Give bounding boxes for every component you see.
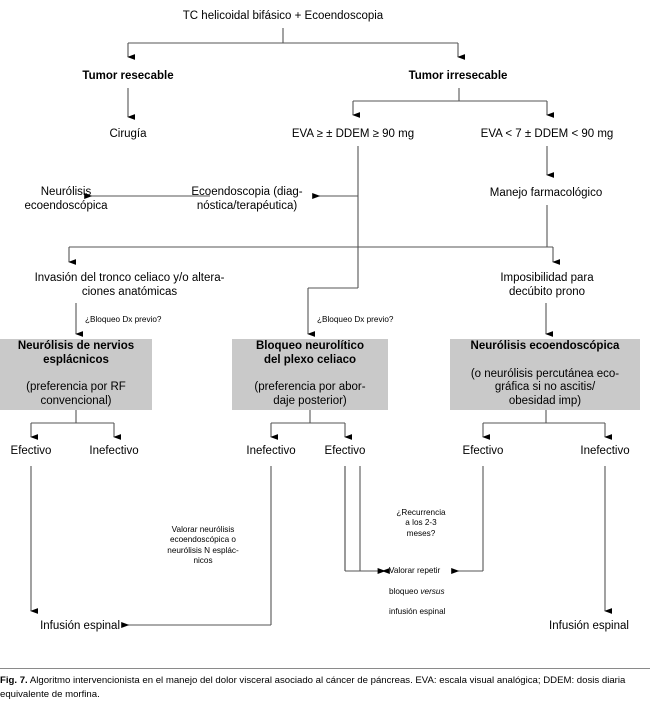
caption-divider	[0, 668, 650, 669]
figure-caption: Fig. 7. Algoritmo intervencionista en el…	[0, 674, 648, 702]
annotation-valorar-repetir: Valorar repetir bloqueo versus infusión …	[389, 556, 479, 618]
caption-label: Fig. 7.	[0, 675, 28, 686]
treatment-box-detail: (preferencia por RF convencional)	[26, 381, 126, 408]
node-ecoendoscopia-diagnostica: Ecoendoscopia (diag- nóstica/terapéutica…	[191, 186, 303, 212]
treatment-box-detail: (preferencia por abor- daje posterior)	[254, 381, 366, 408]
node-invasion-tronco-celiaco: Invasión del tronco celiaco y/o altera- …	[34, 272, 225, 298]
outcome-right-inefectivo: Inefectivo	[580, 445, 630, 457]
node-tumor-resecable: Tumor resecable	[82, 70, 174, 82]
outcome-mid-inefectivo: Inefectivo	[246, 445, 296, 457]
outcome-mid-efectivo: Efectivo	[324, 445, 366, 457]
treatment-box-heading: Bloqueo neurolítico del plexo celiaco	[256, 340, 364, 366]
annotation-recurrencia: ¿Recurrencia a los 2-3 meses?	[396, 508, 446, 538]
outcome-left-inefectivo: Inefectivo	[89, 445, 139, 457]
treatment-box-detail: (o neurólisis percutánea eco- gráfica si…	[470, 367, 620, 408]
treatment-box-neurolisis-ecoendoscopica[interactable]: Neurólisis ecoendoscópica (o neurólisis …	[450, 339, 640, 410]
node-imposibilidad-decubito-prono: Imposibilidad para decúbito prono	[500, 272, 594, 298]
terminal-infusion-espinal-right: Infusión espinal	[549, 620, 629, 632]
treatment-box-neurolisis-nervios-esplacnicos[interactable]: Neurólisis de nervios esplácnicos (prefe…	[0, 339, 152, 410]
edge-label-bloqueo-dx-previo-mid: ¿Bloqueo Dx previo?	[317, 315, 394, 324]
caption-text: Algoritmo intervencionista en el manejo …	[0, 675, 626, 700]
node-eva-low: EVA < 7 ± DDEM < 90 mg	[480, 128, 614, 140]
treatment-box-heading: Neurólisis de nervios esplácnicos	[17, 340, 135, 366]
node-eva-high: EVA ≥ ± DDEM ≥ 90 mg	[291, 128, 415, 140]
node-neurolisis-ecoendoscopica: Neurólisis ecoendoscópica	[24, 186, 108, 212]
terminal-infusion-espinal-left: Infusión espinal	[40, 620, 120, 632]
node-root: TC helicoidal bifásico + Ecoendoscopia	[182, 10, 384, 22]
node-manejo-farmacologico: Manejo farmacológico	[489, 187, 603, 199]
outcome-left-efectivo: Efectivo	[10, 445, 52, 457]
node-tumor-irresecable: Tumor irresecable	[408, 70, 508, 82]
valorar-repetir-line2a: bloqueo	[389, 586, 421, 596]
valorar-repetir-line2b: versus	[420, 586, 445, 596]
outcome-right-efectivo: Efectivo	[462, 445, 504, 457]
valorar-repetir-line3: infusión espinal	[389, 607, 446, 617]
node-cirugia: Cirugía	[109, 128, 147, 140]
treatment-box-bloqueo-neurolitico-plexo-celiaco[interactable]: Bloqueo neurolítico del plexo celiaco (p…	[232, 339, 388, 410]
edge-label-bloqueo-dx-previo-left: ¿Bloqueo Dx previo?	[85, 315, 162, 324]
valorar-repetir-line1: Valorar repetir	[389, 566, 441, 576]
annotation-valorar-neurolisis: Valorar neurólisis ecoendoscópica o neur…	[167, 525, 239, 565]
treatment-box-heading: Neurólisis ecoendoscópica	[470, 340, 620, 353]
